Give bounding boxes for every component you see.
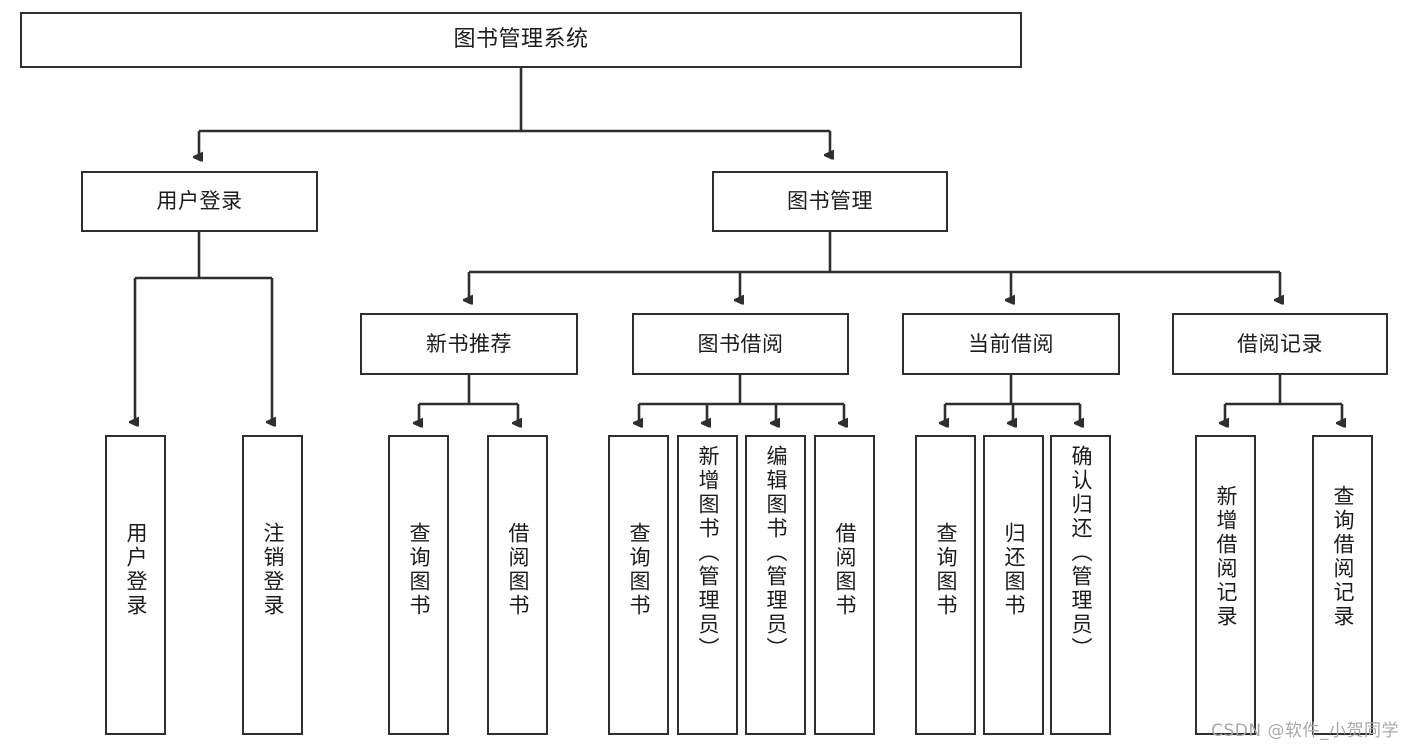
- watermark-text: CSDN @软件_小贺同学: [1211, 721, 1399, 741]
- node-label: 图书借阅: [697, 331, 784, 356]
- node-label: 借阅图书: [506, 522, 530, 618]
- node-leaf-return-books[interactable]: 归还图书: [983, 435, 1044, 735]
- node-current-borrowing[interactable]: 当前借阅: [902, 313, 1120, 375]
- node-book-borrowing[interactable]: 图书借阅: [632, 313, 849, 375]
- node-label: 新书推荐: [426, 331, 512, 356]
- node-label: 图书管理: [787, 189, 873, 214]
- node-label: 图书管理系统: [453, 27, 589, 53]
- node-label: 查询图书: [934, 522, 958, 618]
- node-label: 注销登录: [261, 522, 285, 618]
- node-label: 借阅记录: [1237, 331, 1323, 356]
- node-book-management[interactable]: 图书管理: [712, 171, 948, 232]
- node-label: 确认归还（管理员）: [1069, 445, 1093, 661]
- node-leaf-borrow-books-new[interactable]: 借阅图书: [487, 435, 548, 735]
- node-new-book-recommendation[interactable]: 新书推荐: [360, 313, 578, 375]
- node-label: 用户登录: [156, 189, 243, 214]
- node-leaf-borrow-books[interactable]: 借阅图书: [814, 435, 875, 735]
- node-label: 查询图书: [627, 522, 651, 618]
- node-label: 归还图书: [1002, 522, 1026, 618]
- node-leaf-query-books-current[interactable]: 查询图书: [915, 435, 976, 735]
- node-label: 编辑图书（管理员）: [764, 445, 788, 661]
- node-leaf-logout[interactable]: 注销登录: [242, 435, 303, 735]
- node-leaf-query-books-borrow[interactable]: 查询图书: [608, 435, 669, 735]
- node-leaf-user-login[interactable]: 用户登录: [105, 435, 166, 735]
- node-label: 查询图书: [407, 522, 431, 618]
- node-label: 新增借阅记录: [1214, 485, 1238, 629]
- node-leaf-confirm-return-admin[interactable]: 确认归还（管理员）: [1050, 435, 1111, 735]
- node-root-library-system[interactable]: 图书管理系统: [20, 12, 1022, 68]
- node-label: 查询借阅记录: [1331, 485, 1355, 629]
- node-label: 借阅图书: [833, 522, 857, 618]
- node-leaf-add-book-admin[interactable]: 新增图书（管理员）: [677, 435, 738, 735]
- node-label: 新增图书（管理员）: [696, 445, 720, 661]
- node-leaf-add-borrow-record[interactable]: 新增借阅记录: [1195, 435, 1256, 735]
- node-label: 当前借阅: [968, 331, 1054, 356]
- node-user-login[interactable]: 用户登录: [81, 171, 318, 232]
- node-label: 用户登录: [124, 522, 148, 618]
- node-leaf-query-books-new[interactable]: 查询图书: [388, 435, 449, 735]
- node-borrowing-records[interactable]: 借阅记录: [1172, 313, 1388, 375]
- node-leaf-edit-book-admin[interactable]: 编辑图书（管理员）: [745, 435, 806, 735]
- node-leaf-query-borrow-record[interactable]: 查询借阅记录: [1312, 435, 1373, 735]
